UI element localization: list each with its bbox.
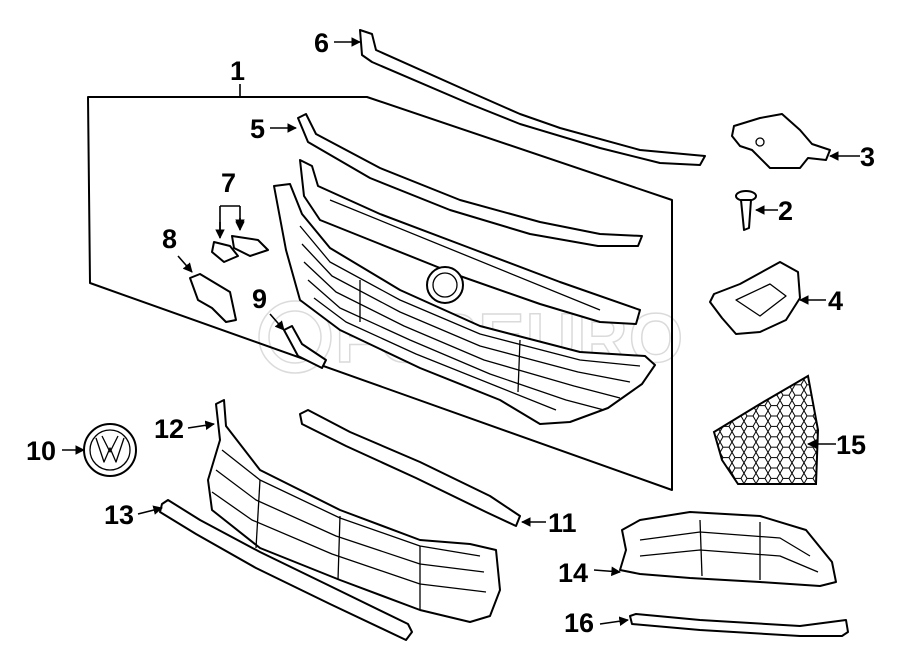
main-grille xyxy=(273,159,656,425)
callout-5: 5 xyxy=(250,114,265,144)
callout-10: 10 xyxy=(26,436,56,466)
guide-bracket xyxy=(709,261,801,335)
lower-molding xyxy=(159,499,413,641)
callout-15: 15 xyxy=(836,430,866,460)
callout-6: 6 xyxy=(314,28,329,58)
upper-right-bracket xyxy=(731,113,831,169)
callout-1: 1 xyxy=(230,56,245,86)
callout-8: 8 xyxy=(162,224,177,254)
fog-lamp-grille xyxy=(619,511,837,587)
small-trim xyxy=(283,325,327,369)
callout-16: 16 xyxy=(564,608,594,638)
lower-trim-strip xyxy=(629,613,849,637)
callout-2: 2 xyxy=(778,196,793,226)
callout-14: 14 xyxy=(558,558,588,588)
callout-3: 3 xyxy=(860,142,875,172)
clips xyxy=(211,235,269,263)
callout-11: 11 xyxy=(548,508,577,538)
lower-grille xyxy=(207,399,501,623)
screw xyxy=(735,190,757,231)
upper-molding xyxy=(359,29,706,166)
center-molding xyxy=(299,409,521,527)
callout-4: 4 xyxy=(828,286,843,316)
grille-trim-strip xyxy=(297,113,643,247)
callout-9: 9 xyxy=(252,284,267,314)
callout-13: 13 xyxy=(104,500,134,530)
callout-7: 7 xyxy=(221,168,236,198)
honeycomb-insert xyxy=(712,374,820,485)
callout-labels: 1 2 3 4 5 6 7 8 9 10 11 12 13 14 15 16 xyxy=(26,28,875,638)
callout-12: 12 xyxy=(154,414,184,444)
vw-emblem xyxy=(83,423,137,477)
left-bracket xyxy=(189,273,237,323)
assembly-outline xyxy=(87,96,673,491)
